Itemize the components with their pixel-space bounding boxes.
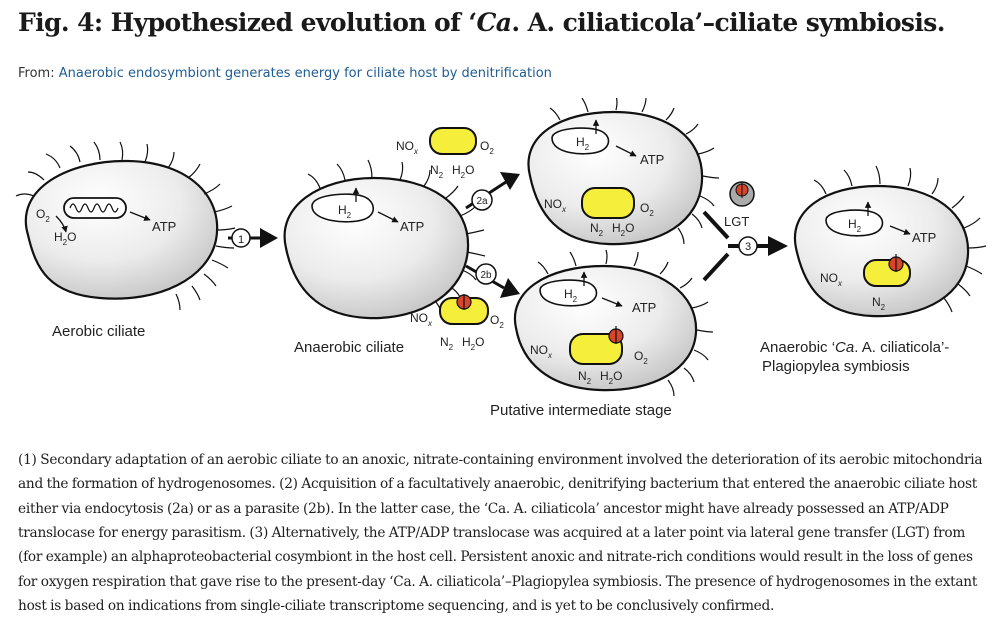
from-line: From: Anaerobic endosymbiont generates e… xyxy=(18,66,552,81)
aerobic-ciliate-cell: O2 H2O ATP xyxy=(15,141,236,311)
o2-label: O2 xyxy=(640,201,654,218)
article-link[interactable]: Anaerobic endosymbiont generates energy … xyxy=(58,66,552,81)
n2-label: N2 xyxy=(872,295,886,312)
step-3-label: 3 xyxy=(745,241,751,253)
nox-label: NOx xyxy=(544,197,567,214)
figure-diagram: O2 H2O ATP Aerobic ciliate 1 H2 xyxy=(15,98,987,419)
anaerobic-ciliate-cell: H2 ATP xyxy=(283,159,486,320)
h2o-label: H2O xyxy=(462,335,484,352)
step-2b-arrow: 2b xyxy=(465,263,520,298)
atp-label: ATP xyxy=(400,219,424,234)
lgt-label: LGT xyxy=(724,214,749,229)
step-2a-label: 2a xyxy=(476,196,488,207)
figure-caption: (1) Secondary adaptation of an aerobic c… xyxy=(18,451,983,615)
hydrogenosome xyxy=(311,193,375,223)
n2-label: N2 xyxy=(430,163,444,180)
hydrogenosome xyxy=(825,209,884,237)
parasitic-bacterium: NOx O2 N2 H2O xyxy=(410,294,504,352)
hydrogenosome xyxy=(539,279,598,307)
atp-label: ATP xyxy=(152,219,176,234)
o2-label: O2 xyxy=(490,313,504,330)
step-1-arrow: 1 xyxy=(228,228,278,248)
atp-label: ATP xyxy=(912,230,936,245)
lgt-cosymbiont: LGT xyxy=(724,181,755,229)
h2-label: H2 xyxy=(848,217,862,234)
nox-label: NOx xyxy=(820,271,843,288)
hydrogenosome xyxy=(551,127,610,155)
intermediate-stage-label: Putative intermediate stage xyxy=(490,402,672,419)
symbiont xyxy=(581,187,635,219)
cilia xyxy=(537,249,714,397)
title-italic: Ca xyxy=(476,8,512,37)
cilia xyxy=(813,165,987,313)
n2-label: N2 xyxy=(440,335,454,352)
title-prefix: Fig. 4: Hypothesized evolution of ‘ xyxy=(18,8,477,37)
step-2b-label: 2b xyxy=(480,270,492,281)
step-2a-arrow: 2a xyxy=(465,172,520,211)
step-3-arrow: 3 xyxy=(702,210,788,282)
cilia xyxy=(15,141,236,311)
o2-label: O2 xyxy=(634,349,648,366)
aerobic-ciliate-label: Aerobic ciliate xyxy=(52,323,145,340)
symbiosis-label-line1: Anaerobic ‘Ca. A. ciliaticola’- xyxy=(760,339,949,356)
intermediate-cell-2a: H2 ATP NOx O2 N2 H2O xyxy=(527,98,720,246)
h2o-label: H2O xyxy=(612,221,634,238)
h2o-label: H2O xyxy=(452,163,474,180)
n2-label: N2 xyxy=(578,369,592,386)
step-1-label: 1 xyxy=(238,234,244,246)
mitochondrion xyxy=(63,197,127,219)
h2-label: H2 xyxy=(576,135,590,152)
figure-title: Fig. 4: Hypothesized evolution of ‘Ca. A… xyxy=(18,8,945,37)
h2-label: H2 xyxy=(564,287,578,304)
title-suffix: . A. ciliaticola’–ciliate symbiosis. xyxy=(511,8,945,37)
nox-label: NOx xyxy=(410,311,433,328)
atp-label: ATP xyxy=(632,300,656,315)
symbiosis-label-line2: Plagiopylea symbiosis xyxy=(762,358,910,375)
anaerobic-ciliate-label: Anaerobic ciliate xyxy=(294,339,404,356)
o2-label: O2 xyxy=(480,139,494,156)
nox-label: NOx xyxy=(396,139,419,156)
h2o-label: H2O xyxy=(54,230,76,247)
extant-symbiosis-cell: H2 ATP NOx N2 xyxy=(793,165,987,318)
h2-label: H2 xyxy=(338,203,352,220)
symbiont xyxy=(569,333,623,365)
denitrifying-bacterium: NOx O2 N2 H2O xyxy=(396,127,494,180)
h2o-label: H2O xyxy=(600,369,622,386)
from-label: From: xyxy=(18,66,55,81)
n2-label: N2 xyxy=(590,221,604,238)
atp-label: ATP xyxy=(640,152,664,167)
nox-label: NOx xyxy=(530,343,553,360)
cilia xyxy=(549,98,720,245)
o2-label: O2 xyxy=(36,207,50,224)
intermediate-cell-2b: H2 ATP NOx O2 N2 H2O xyxy=(513,249,714,397)
